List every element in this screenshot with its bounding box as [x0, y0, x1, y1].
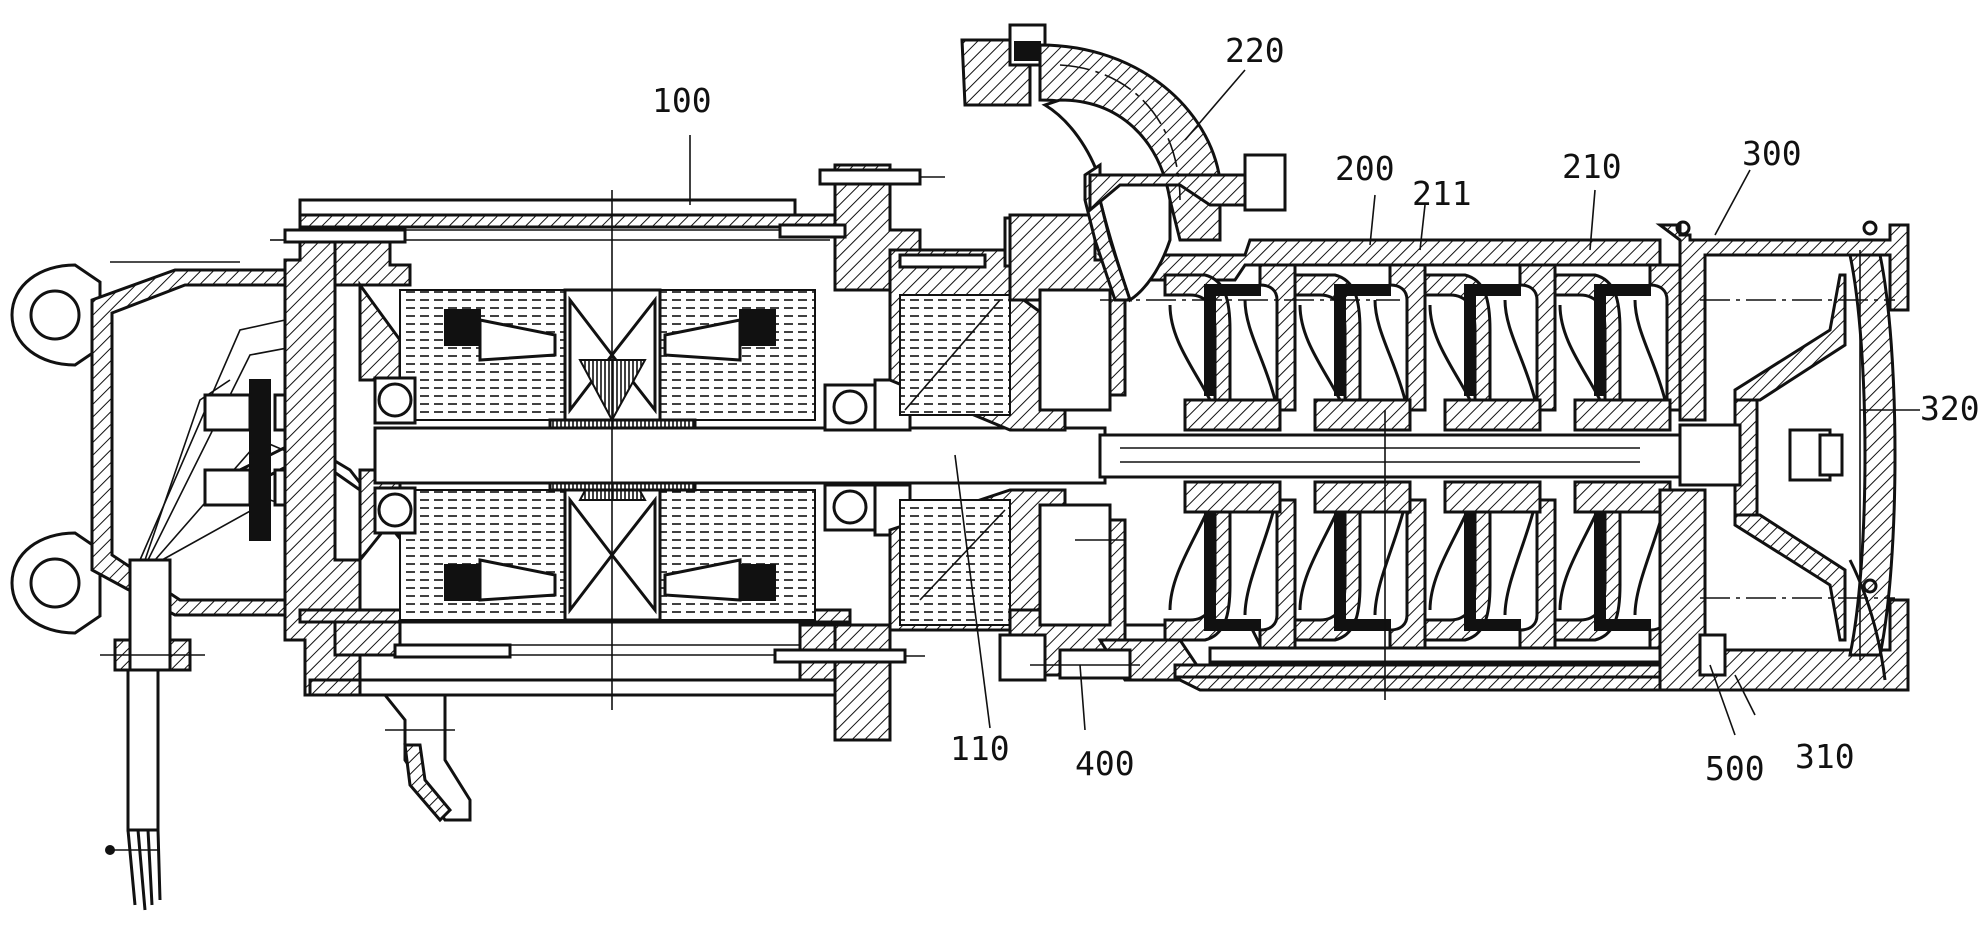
diffuser-upper	[1388, 263, 1427, 412]
label-400: 400	[1075, 744, 1135, 783]
shaft-sleeve-lower	[1573, 480, 1672, 514]
bolts-pump	[998, 220, 1878, 682]
wear-ring-lower	[1334, 509, 1391, 631]
shaft-sleeve-upper	[1443, 398, 1542, 432]
inlet-section	[1655, 223, 1910, 692]
lifting-eye-lower	[10, 531, 102, 635]
motor-shaft	[373, 426, 1752, 485]
diffuser-upper	[1258, 263, 1297, 412]
wear-ring-upper	[1594, 284, 1651, 396]
label-310: 310	[1795, 737, 1855, 776]
mechanical-seal-chamber	[899, 294, 1011, 626]
power-cable	[105, 668, 162, 911]
label-100: 100	[652, 81, 712, 120]
center-lines	[611, 190, 1895, 710]
bolts-motor	[270, 168, 1052, 664]
wear-ring-upper	[1464, 284, 1521, 396]
diffuser-lower	[1518, 498, 1557, 652]
diffuser-upper	[1518, 263, 1557, 412]
shaft-sleeve-upper	[1573, 398, 1672, 432]
diffuser-lower	[1258, 498, 1297, 652]
pump-impellers	[1163, 263, 1687, 652]
label-500: 500	[1705, 749, 1765, 788]
label-300: 300	[1742, 134, 1802, 173]
shaft-sleeve-lower	[1183, 480, 1282, 514]
motor-stator	[399, 289, 816, 621]
label-320: 320	[1920, 389, 1980, 428]
label-210: 210	[1562, 147, 1622, 186]
label-200: 200	[1335, 149, 1395, 188]
shaft-end-nut	[1678, 398, 1844, 517]
leader-lines	[689, 69, 1920, 736]
diffuser-upper	[1648, 263, 1687, 412]
front-bearing	[823, 378, 912, 537]
lifting-eye-upper	[10, 263, 102, 367]
label-220: 220	[1225, 31, 1285, 70]
shaft-sleeve-lower	[1443, 480, 1542, 514]
wear-ring-lower	[1594, 509, 1651, 631]
shaft-sleeve-lower	[1313, 480, 1412, 514]
wear-ring-lower	[1464, 509, 1521, 631]
drain-elbow	[381, 693, 472, 823]
label-110: 110	[950, 729, 1010, 768]
label-211: 211	[1412, 174, 1472, 213]
discharge-elbow	[960, 23, 1287, 303]
diffuser-lower	[1388, 498, 1427, 652]
shaft-sleeve-upper	[1183, 398, 1282, 432]
wear-ring-lower	[1204, 509, 1261, 631]
shaft-sleeve-upper	[1313, 398, 1412, 432]
rear-bearing	[373, 376, 417, 535]
wear-ring-upper	[1334, 284, 1391, 396]
wear-ring-upper	[1204, 284, 1261, 396]
tie-rod	[1173, 646, 1687, 679]
